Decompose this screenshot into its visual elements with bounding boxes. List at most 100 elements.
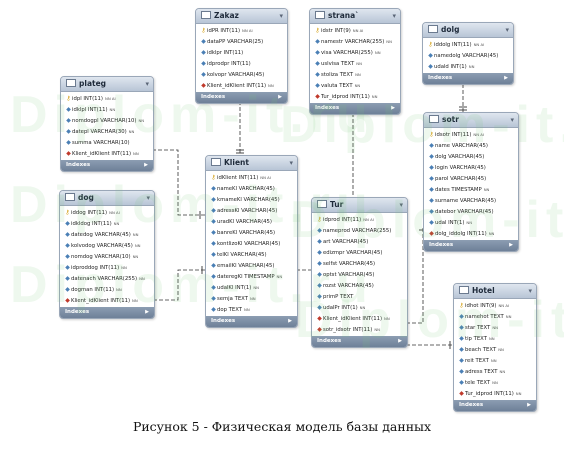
column-row[interactable]: ⚷idprod INT(11)NN AI xyxy=(312,214,407,225)
table-header[interactable]: Tur▾ xyxy=(312,198,407,213)
column-row[interactable]: ◆Klient_idKlient INT(11)NN xyxy=(61,148,153,159)
table-header[interactable]: sotr▾ xyxy=(424,113,518,128)
table-dolg[interactable]: dolg▾⚷iddolg INT(11)NN AI◆namedolg VARCH… xyxy=(422,22,514,85)
table-sotr[interactable]: sotr▾⚷idsotr INT(11)NN AI◆name VARCHAR(4… xyxy=(423,112,519,252)
column-row[interactable]: ◆telKl VARCHAR(45) xyxy=(206,249,297,260)
column-row[interactable]: ◆adressKl VARCHAR(45) xyxy=(206,205,297,216)
column-row[interactable]: ◆datepl VARCHAR(30)NN xyxy=(61,126,153,137)
collapse-icon[interactable]: ▾ xyxy=(510,116,514,124)
expand-icon[interactable]: ▶ xyxy=(288,318,292,324)
expand-icon[interactable]: ▶ xyxy=(144,162,148,168)
column-row[interactable]: ◆nameprod VARCHAR(255) xyxy=(312,225,407,236)
column-row[interactable]: ◆dataPP VARCHAR(25) xyxy=(196,36,287,47)
indexes-footer[interactable]: Indexes▶ xyxy=(310,103,400,114)
column-row[interactable]: ◆parol VARCHAR(45) xyxy=(424,173,518,184)
column-row[interactable]: ◆udal INT(1)NN xyxy=(424,217,518,228)
column-row[interactable]: ⚷idPR INT(11)NN AI xyxy=(196,25,287,36)
table-header[interactable]: Hotel▾ xyxy=(454,284,536,299)
column-row[interactable]: ⚷idpl INT(11)NN AI xyxy=(61,93,153,104)
column-row[interactable]: ⚷iddolg INT(11)NN AI xyxy=(423,39,513,50)
column-row[interactable]: ◆kontlizoKl VARCHAR(45) xyxy=(206,238,297,249)
column-row[interactable]: ◆art VARCHAR(45) xyxy=(312,236,407,247)
table-klient[interactable]: Klient▾⚷idKlient INT(11)NN AI◆nameKl VAR… xyxy=(205,155,298,328)
column-row[interactable]: ◆banreKl VARCHAR(45) xyxy=(206,227,297,238)
column-row[interactable]: ◆primP TEXT xyxy=(312,291,407,302)
column-row[interactable]: ◆udald INT(1)NN xyxy=(423,61,513,72)
table-header[interactable]: Klient▾ xyxy=(206,156,297,171)
column-row[interactable]: ◆idkldog INT(11)NN xyxy=(60,218,154,229)
column-row[interactable]: ◆udalPr INT(1)NN xyxy=(312,302,407,313)
collapse-icon[interactable]: ▾ xyxy=(145,80,149,88)
table-dog[interactable]: dog▾⚷iddog INT(11)NN AI◆idkldog INT(11)N… xyxy=(59,190,155,319)
indexes-footer[interactable]: Indexes▶ xyxy=(60,307,154,318)
column-row[interactable]: ◆kmameKl VARCHAR(45) xyxy=(206,194,297,205)
column-row[interactable]: ◆uradKl VARCHAR(45) xyxy=(206,216,297,227)
collapse-icon[interactable]: ▾ xyxy=(392,12,396,20)
collapse-icon[interactable]: ▾ xyxy=(399,201,403,209)
collapse-icon[interactable]: ▾ xyxy=(505,26,509,34)
column-row[interactable]: ◆Tur_idprod INT(11)NN xyxy=(454,388,536,399)
column-row[interactable]: ◆dolg_iddolg INT(11)NN xyxy=(424,228,518,239)
column-row[interactable]: ◆rozst VARCHAR(45) xyxy=(312,280,407,291)
expand-icon[interactable]: ▶ xyxy=(509,242,513,248)
column-row[interactable]: ◆summa VARCHAR(10) xyxy=(61,137,153,148)
column-row[interactable]: ◆Klient_idKlient INT(11)NN xyxy=(196,80,287,91)
table-header[interactable]: plateg▾ xyxy=(61,77,153,92)
column-row[interactable]: ◆nomdogpl VARCHAR(10)NN xyxy=(61,115,153,126)
column-row[interactable]: ◆kolvodog VARCHAR(45)NN xyxy=(60,240,154,251)
table-header[interactable]: strana`▾ xyxy=(310,9,400,24)
expand-icon[interactable]: ▶ xyxy=(504,75,508,81)
expand-icon[interactable]: ▶ xyxy=(398,338,402,344)
column-row[interactable]: ◆namestr VARCHAR(255)NN xyxy=(310,36,400,47)
table-header[interactable]: dolg▾ xyxy=(423,23,513,38)
column-row[interactable]: ◆surname VARCHAR(45) xyxy=(424,195,518,206)
table-strana[interactable]: strana`▾⚷idstr INT(9)NN AI◆namestr VARCH… xyxy=(309,8,401,115)
expand-icon[interactable]: ▶ xyxy=(391,105,395,111)
column-row[interactable]: ⚷iddog INT(11)NN AI xyxy=(60,207,154,218)
column-row[interactable]: ⚷idsotr INT(11)NN AI xyxy=(424,129,518,140)
collapse-icon[interactable]: ▾ xyxy=(279,12,283,20)
column-row[interactable]: ◆Klient_idKlient INT(11)NN xyxy=(312,313,407,324)
table-header[interactable]: dog▾ xyxy=(60,191,154,206)
column-row[interactable]: ◆datebor VARCHAR(45) xyxy=(424,206,518,217)
column-row[interactable]: ◆nomdog VARCHAR(10)NN xyxy=(60,251,154,262)
indexes-footer[interactable]: Indexes▶ xyxy=(423,73,513,84)
table-tur[interactable]: Tur▾⚷idprod INT(11)NN AI◆nameprod VARCHA… xyxy=(311,197,408,348)
expand-icon[interactable]: ▶ xyxy=(278,94,282,100)
column-row[interactable]: ◆emailKl VARCHAR(45) xyxy=(206,260,297,271)
column-row[interactable]: ◆edizmpr VARCHAR(45) xyxy=(312,247,407,258)
indexes-footer[interactable]: Indexes▶ xyxy=(424,240,518,251)
indexes-footer[interactable]: Indexes▶ xyxy=(454,400,536,411)
column-row[interactable]: ◆login VARCHAR(45) xyxy=(424,162,518,173)
indexes-footer[interactable]: Indexes▶ xyxy=(206,316,297,327)
column-row[interactable]: ◆name VARCHAR(45) xyxy=(424,140,518,151)
column-row[interactable]: ◆datedog VARCHAR(45)NN xyxy=(60,229,154,240)
column-row[interactable]: ◆namedolg VARCHAR(45) xyxy=(423,50,513,61)
column-row[interactable]: ◆visa VARCHAR(255)NN xyxy=(310,47,400,58)
column-row[interactable]: ⚷idstr INT(9)NN AI xyxy=(310,25,400,36)
collapse-icon[interactable]: ▾ xyxy=(146,194,150,202)
column-row[interactable]: ◆datenach VARCHAR(255)NN xyxy=(60,273,154,284)
column-row[interactable]: ◆kolvopr VARCHAR(45) xyxy=(196,69,287,80)
column-row[interactable]: ◆udalKl INT(1)NN xyxy=(206,282,297,293)
column-row[interactable]: ◆dolg VARCHAR(45) xyxy=(424,151,518,162)
table-header[interactable]: Zakaz▾ xyxy=(196,9,287,24)
column-row[interactable]: ◆idprodpr INT(11) xyxy=(196,58,287,69)
indexes-footer[interactable]: Indexes▶ xyxy=(61,160,153,171)
column-row[interactable]: ◆optst VARCHAR(45) xyxy=(312,269,407,280)
expand-icon[interactable]: ▶ xyxy=(527,402,531,408)
expand-icon[interactable]: ▶ xyxy=(145,309,149,315)
